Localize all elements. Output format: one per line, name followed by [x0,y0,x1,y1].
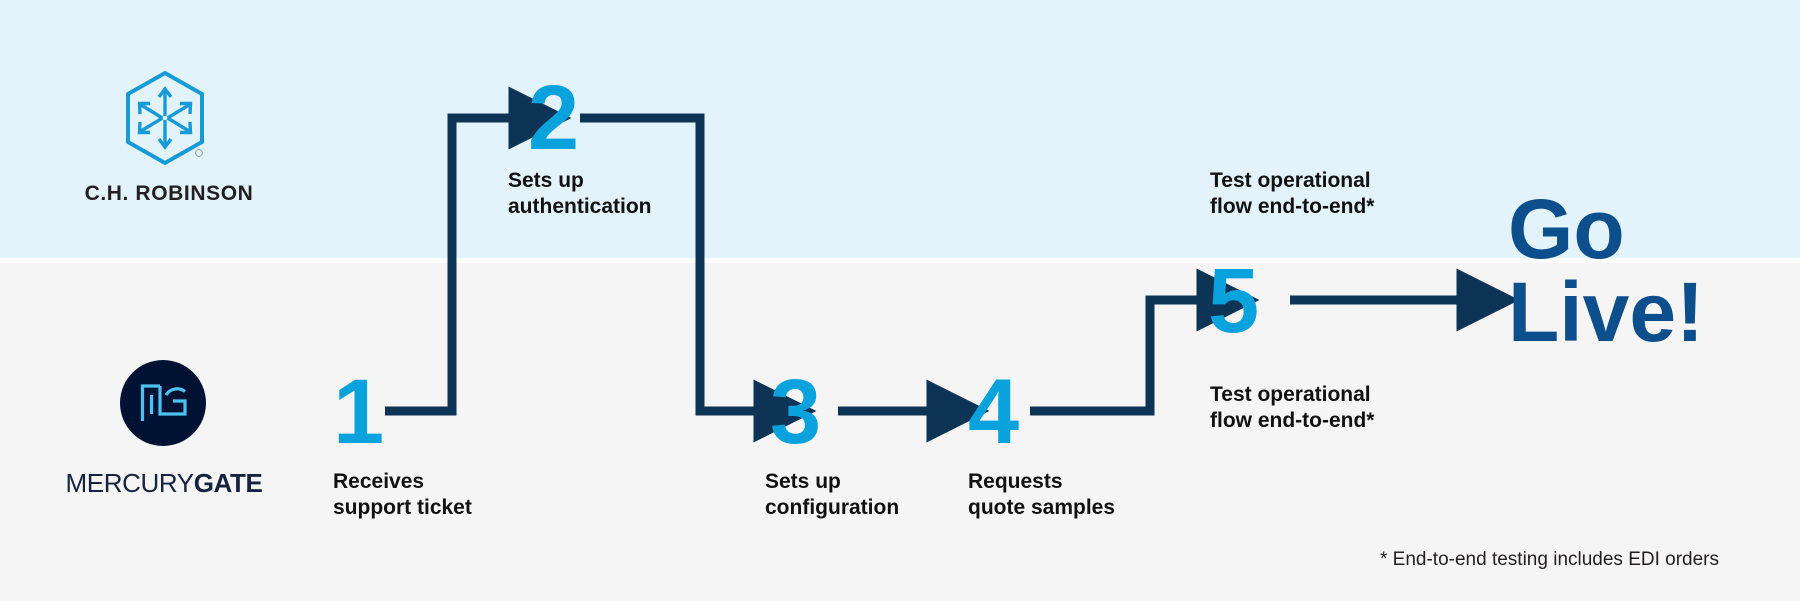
lane-band-top [0,0,1800,258]
mercurygate-logo-circle [120,360,206,446]
step-label-2: Sets up authentication [508,169,652,218]
step-label-5-above: Test operational flow end-to-end* [1210,169,1375,218]
connector-step4-to-step5 [1030,268,1260,416]
step-label-4: Requests quote samples [968,470,1116,519]
step-label-5-below: Test operational flow end-to-end* [1210,383,1375,432]
step-number-4: 4 [968,361,1020,463]
footnote: * End-to-end testing includes EDI orders [1380,549,1720,570]
connector-step2-to-step3 [580,113,817,443]
mercurygate-wordmark: MERCURYGATE [44,468,284,499]
chr-wordmark: C.H. ROBINSON [84,182,254,205]
step-number-1: 1 [333,361,385,463]
step-label-1: Receives support ticket [333,470,472,519]
step-label-3: Sets up configuration [765,470,900,519]
step-number-2: 2 [528,67,580,169]
connector-step1-to-step2 [385,86,572,416]
mercurygate-mg-monogram-icon [140,384,187,421]
mercurygate-wordmark-light: MERCURY [65,468,195,498]
step-number-5: 5 [1208,250,1260,352]
chr-hexagon-arrows-logo [126,70,204,166]
lane-band-divider [0,258,1800,263]
mercurygate-wordmark-bold: GATE [193,468,263,498]
step-number-3: 3 [770,361,822,463]
go-live-outcome: Go Live! [1508,182,1705,359]
